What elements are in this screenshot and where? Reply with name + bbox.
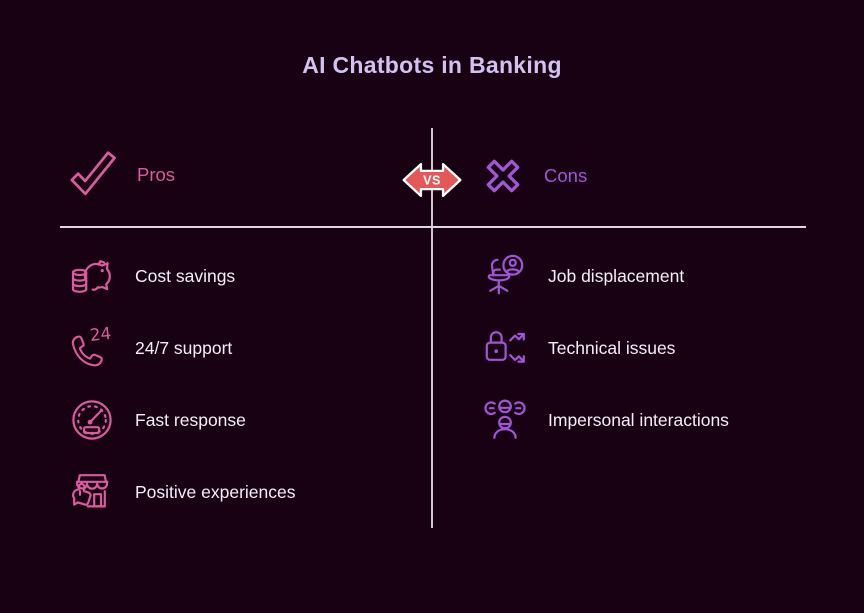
vs-label: VS — [423, 173, 441, 187]
speedometer-icon — [72, 400, 112, 440]
item-label: Impersonal interactions — [548, 409, 729, 430]
page-title: AI Chatbots in Banking — [302, 52, 562, 78]
x-icon — [486, 159, 520, 193]
cons-header: Cons — [477, 150, 587, 202]
vertical-divider — [431, 128, 433, 528]
phone-24-icon: 24 — [71, 324, 112, 367]
piggy-bank-icon — [71, 260, 111, 293]
storefront-thumbs-up-icon — [72, 474, 109, 508]
list-item: Positive experiences — [68, 468, 296, 516]
pros-list: Cost savings 24 24/7 support — [68, 252, 296, 540]
pros-header: Pros — [66, 148, 175, 202]
pros-label: Pros — [137, 164, 176, 185]
cons-label: Cons — [544, 165, 588, 186]
list-item: Technical issues — [481, 324, 729, 372]
list-item: Cost savings — [68, 252, 296, 300]
office-chair-person-icon — [487, 254, 524, 295]
horizontal-divider — [60, 226, 806, 228]
list-item: Impersonal interactions — [481, 396, 729, 444]
item-label: Fast response — [135, 409, 246, 430]
checkmark-icon — [70, 151, 116, 196]
list-item: Job displacement — [481, 252, 729, 300]
cons-list: Job displacement Technical issues — [481, 252, 729, 468]
people-group-icon — [484, 399, 526, 439]
item-label: Technical issues — [548, 337, 676, 358]
item-label: Cost savings — [135, 265, 236, 286]
vs-arrow-icon: VS — [402, 162, 462, 198]
item-label: Positive experiences — [135, 481, 296, 502]
list-item: 24 24/7 support — [68, 324, 296, 372]
phone-24-text: 24 — [89, 324, 112, 345]
item-label: 24/7 support — [135, 337, 233, 358]
list-item: Fast response — [68, 396, 296, 444]
lock-arrows-icon — [485, 331, 525, 363]
item-label: Job displacement — [548, 265, 685, 286]
vs-badge: VS — [401, 155, 463, 205]
